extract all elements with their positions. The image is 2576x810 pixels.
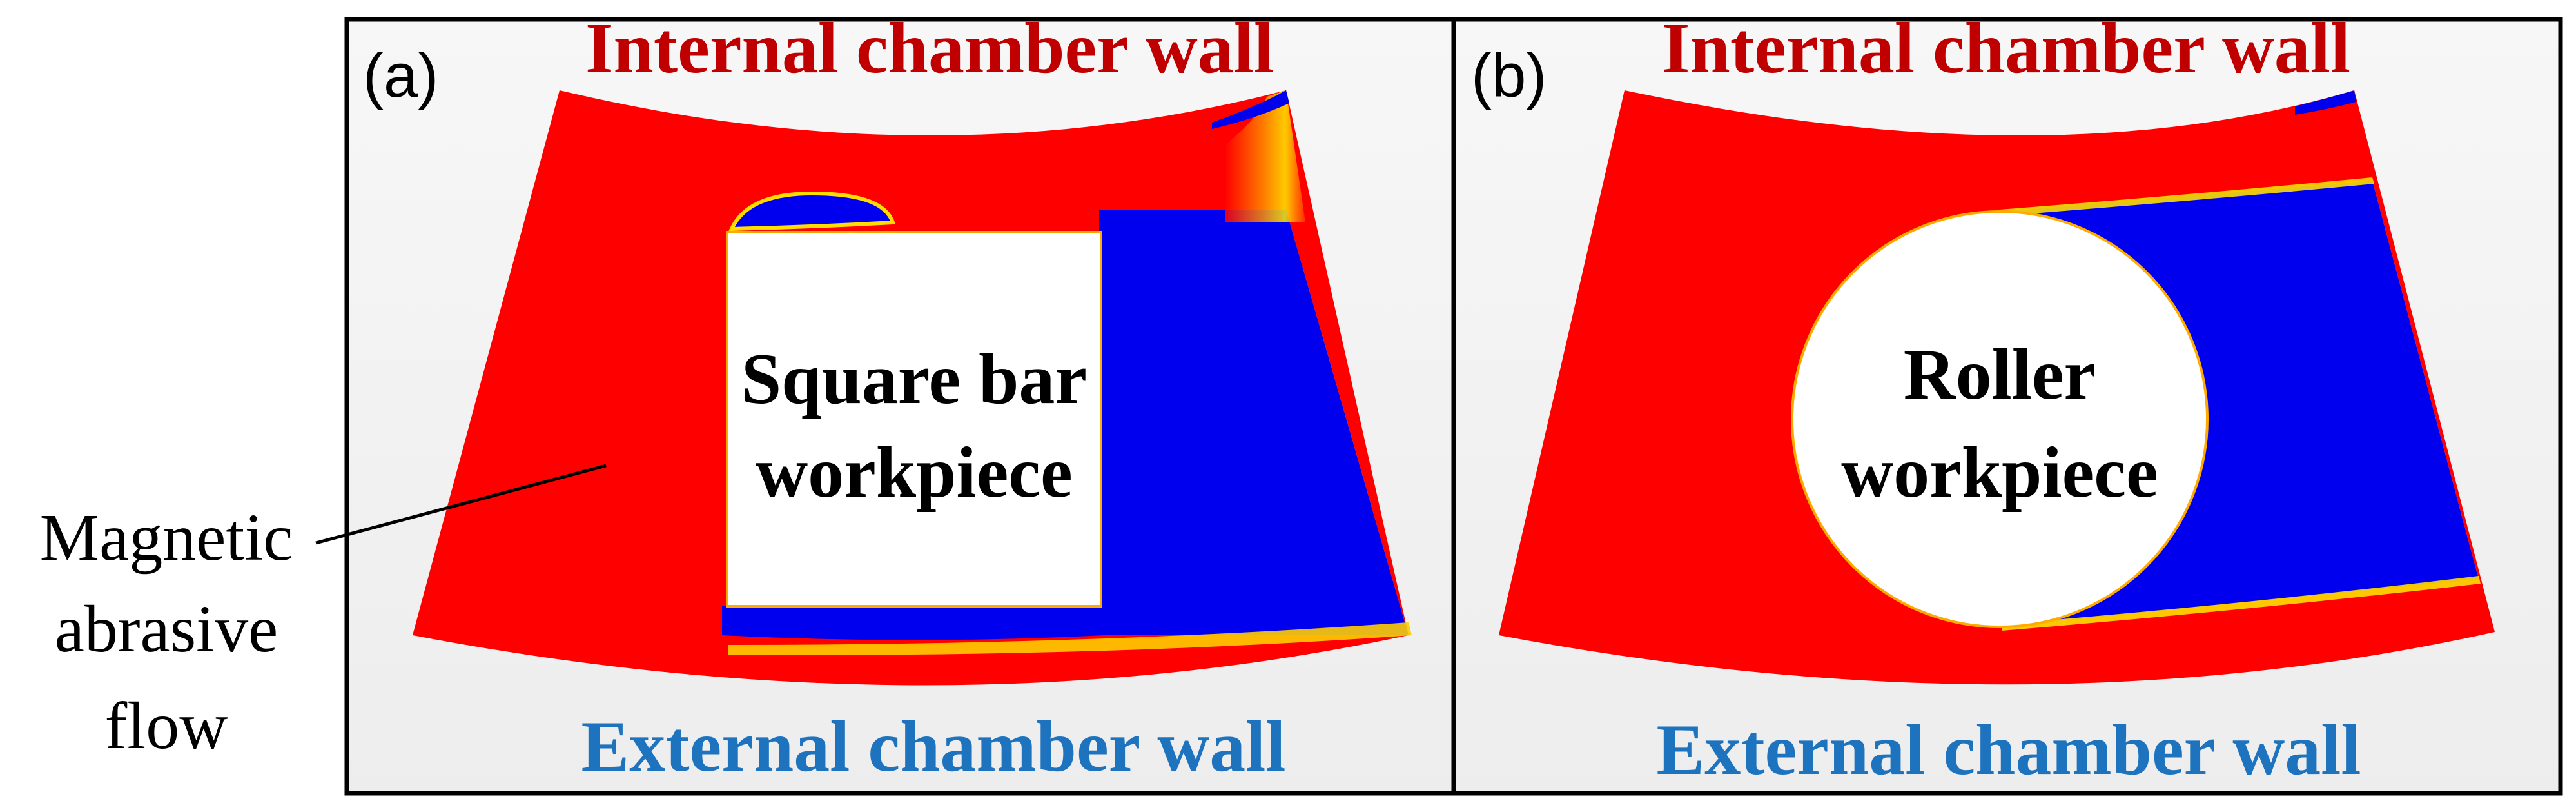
panel-b-top-rim [2000,177,2374,216]
panel-b-external-wall-label: External chamber wall [1657,710,2361,790]
panel-a-bottom-rim [728,622,1412,655]
panel-a-internal-wall-label: Internal chamber wall [585,8,1274,88]
panel-a-top-void-sliver [1212,90,1289,129]
panel-b-workpiece-label-line2: workpiece [1841,433,2158,513]
panel-a-external-wall-label: External chamber wall [581,707,1286,787]
panel-b-internal-wall-label: Internal chamber wall [1662,8,2350,88]
side-label-line2: abrasive [55,592,278,666]
panel-a-workpiece-label-line1: Square bar [741,339,1087,419]
panel-a-top-transition [1225,90,1305,222]
side-annotation: Magnetic abrasive flow [40,464,607,763]
panel-b-top-void-sliver [2295,90,2356,115]
panel-a-void-region [1099,210,1409,635]
panel-a: (a) Internal chamber wall External chamb… [344,8,1456,796]
square-bar-workpiece [726,231,1102,608]
side-label-line3: flow [105,689,228,763]
annotation-leader-line [315,464,607,545]
panel-b-tag: (b) [1471,41,1547,110]
panel-a-workpiece-label-line2: workpiece [756,433,1072,513]
panel-b-workpiece-label-line1: Roller [1904,335,2096,415]
side-label-line1: Magnetic [40,500,293,575]
panel-a-under-strip [722,606,1104,640]
panel-b: (b) Internal chamber wall External chamb… [1451,8,2563,796]
roller-workpiece [1791,210,2209,628]
panel-b-bottom-rim [2002,576,2481,631]
panel-a-tag: (a) [363,41,438,110]
panel-a-bubble [728,191,896,232]
